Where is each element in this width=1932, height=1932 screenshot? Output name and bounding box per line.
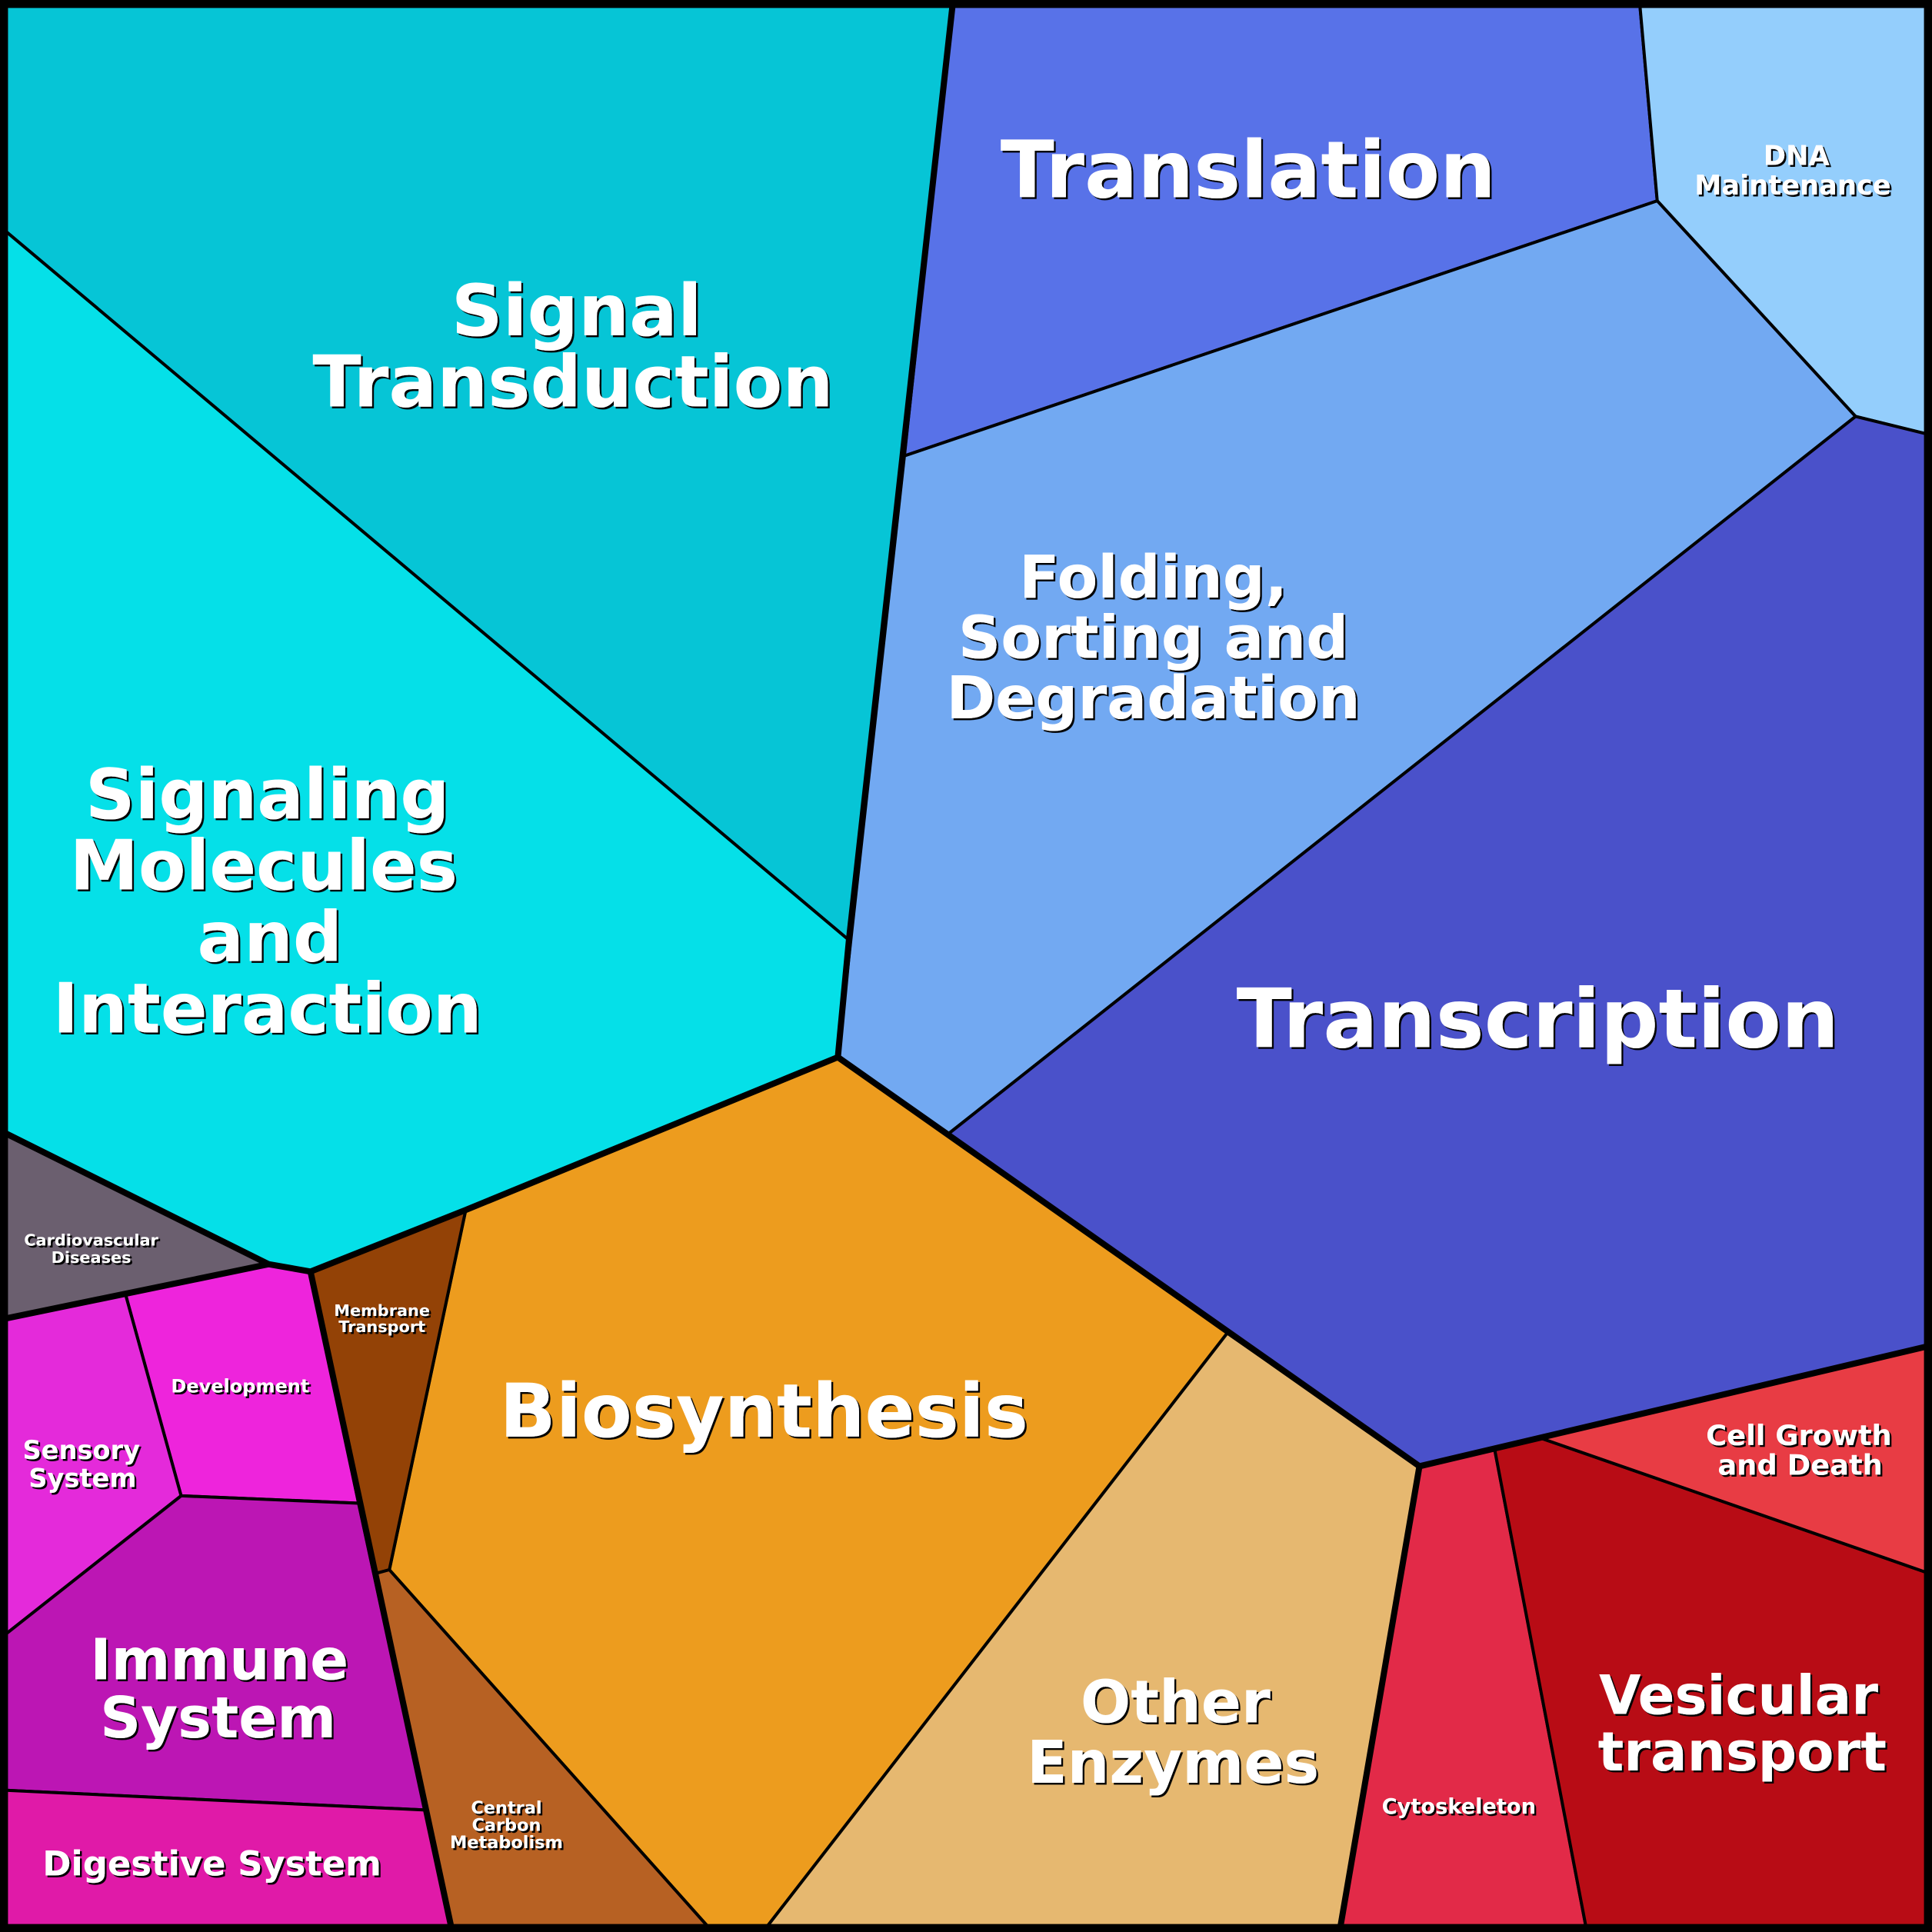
label-digestive: Digestive System xyxy=(42,1843,381,1884)
cells xyxy=(5,5,1927,1927)
group-border xyxy=(5,1261,270,1322)
label-cytoskeleton: Cytoskeleton xyxy=(1382,1795,1536,1819)
label-transcription: Transcription xyxy=(1237,972,1840,1067)
group-border xyxy=(307,1271,455,1927)
label-biosynthesis: Biosynthesis xyxy=(500,1368,1028,1454)
label-translation: Translation xyxy=(1001,125,1496,216)
group-border xyxy=(1418,1344,1927,1470)
label-development: Development xyxy=(171,1375,309,1397)
group-border xyxy=(5,5,956,1275)
